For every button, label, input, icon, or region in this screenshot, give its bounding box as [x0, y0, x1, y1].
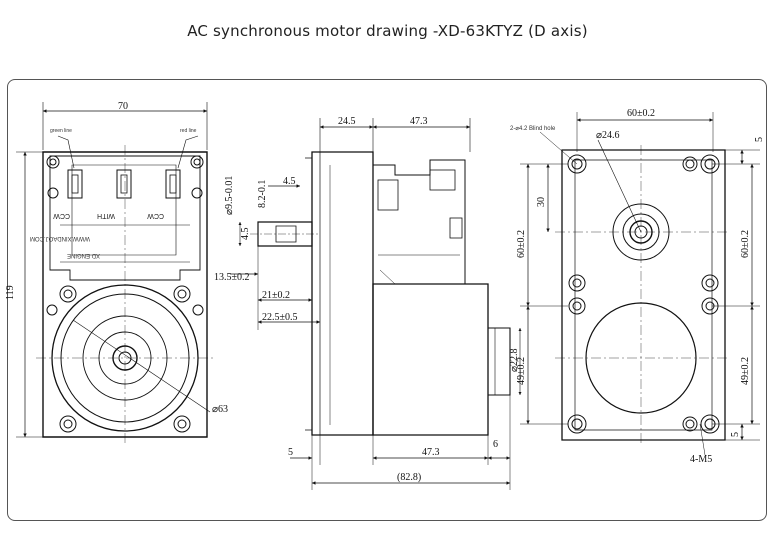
blind-hole-note: 2-⌀4.2 Blind hole	[510, 126, 556, 132]
terminal-ccw-left: CCW	[53, 212, 70, 219]
rear-view	[520, 112, 760, 456]
dim-total: (82.8)	[397, 472, 421, 483]
dim-60-top: 60±0.2	[627, 108, 655, 119]
brand-url: WWW.XINDAOJ.COM	[30, 235, 90, 241]
dim-30: 30	[536, 197, 547, 207]
front-view	[16, 102, 214, 444]
dim-5-bottom: 5	[288, 447, 293, 458]
dim-22-5: 22.5±0.5	[262, 312, 298, 323]
dim-5-bottom-right: 5	[730, 432, 741, 437]
dim-5-top-right: 5	[754, 137, 765, 142]
dim-47-3-bottom: 47.3	[422, 447, 440, 458]
dim-flat: 8.2-0.1	[257, 180, 268, 208]
dim-hole-diameter: ⌀24.6	[596, 130, 620, 141]
dim-60-left: 60±0.2	[516, 230, 527, 258]
side-view	[230, 118, 522, 490]
dim-boss-diameter: ⌀22.8	[509, 348, 520, 372]
dim-13-5: 13.5±0.2	[214, 272, 250, 283]
dim-diameter-63: ⌀63	[212, 404, 228, 415]
dim-60-right: 60±0.2	[740, 230, 751, 258]
dim-key: 4.5	[283, 176, 296, 187]
rear-view-labels: 2-⌀4.2 Blind hole 60±0.2 5 ⌀24.6 30 60±0…	[510, 108, 765, 465]
drawing-frame	[7, 79, 767, 521]
dim-6: 6	[493, 439, 498, 450]
dim-width-70: 70	[118, 101, 128, 112]
wire-right-label: red line	[180, 128, 197, 134]
front-view-labels: 70 119 ⌀63 green line red line CCW WITH …	[5, 101, 228, 415]
dim-small: 4.5	[240, 228, 251, 241]
dim-49-right: 49±0.2	[740, 357, 751, 385]
dim-24-5: 24.5	[338, 116, 356, 127]
brand-name: XD ENGINE	[67, 252, 100, 258]
dim-height-119: 119	[5, 285, 16, 300]
dim-screw: 4-M5	[690, 454, 712, 465]
terminal-ccw-right: CCW	[147, 212, 164, 219]
wire-left-label: green line	[50, 128, 72, 134]
dim-47-3-top: 47.3	[410, 116, 428, 127]
dim-49-left: 49±0.2	[516, 357, 527, 385]
page-title: AC synchronous motor drawing -XD-63KTYZ …	[187, 22, 588, 40]
dim-21: 21±0.2	[262, 290, 290, 301]
side-view-labels: 24.5 47.3 ⌀9.5-0.01 8.2-0.1 4.5 4.5 13.5…	[214, 116, 520, 483]
terminal-with: WITH	[97, 212, 115, 219]
dim-shaft-diameter: ⌀9.5-0.01	[224, 176, 235, 215]
